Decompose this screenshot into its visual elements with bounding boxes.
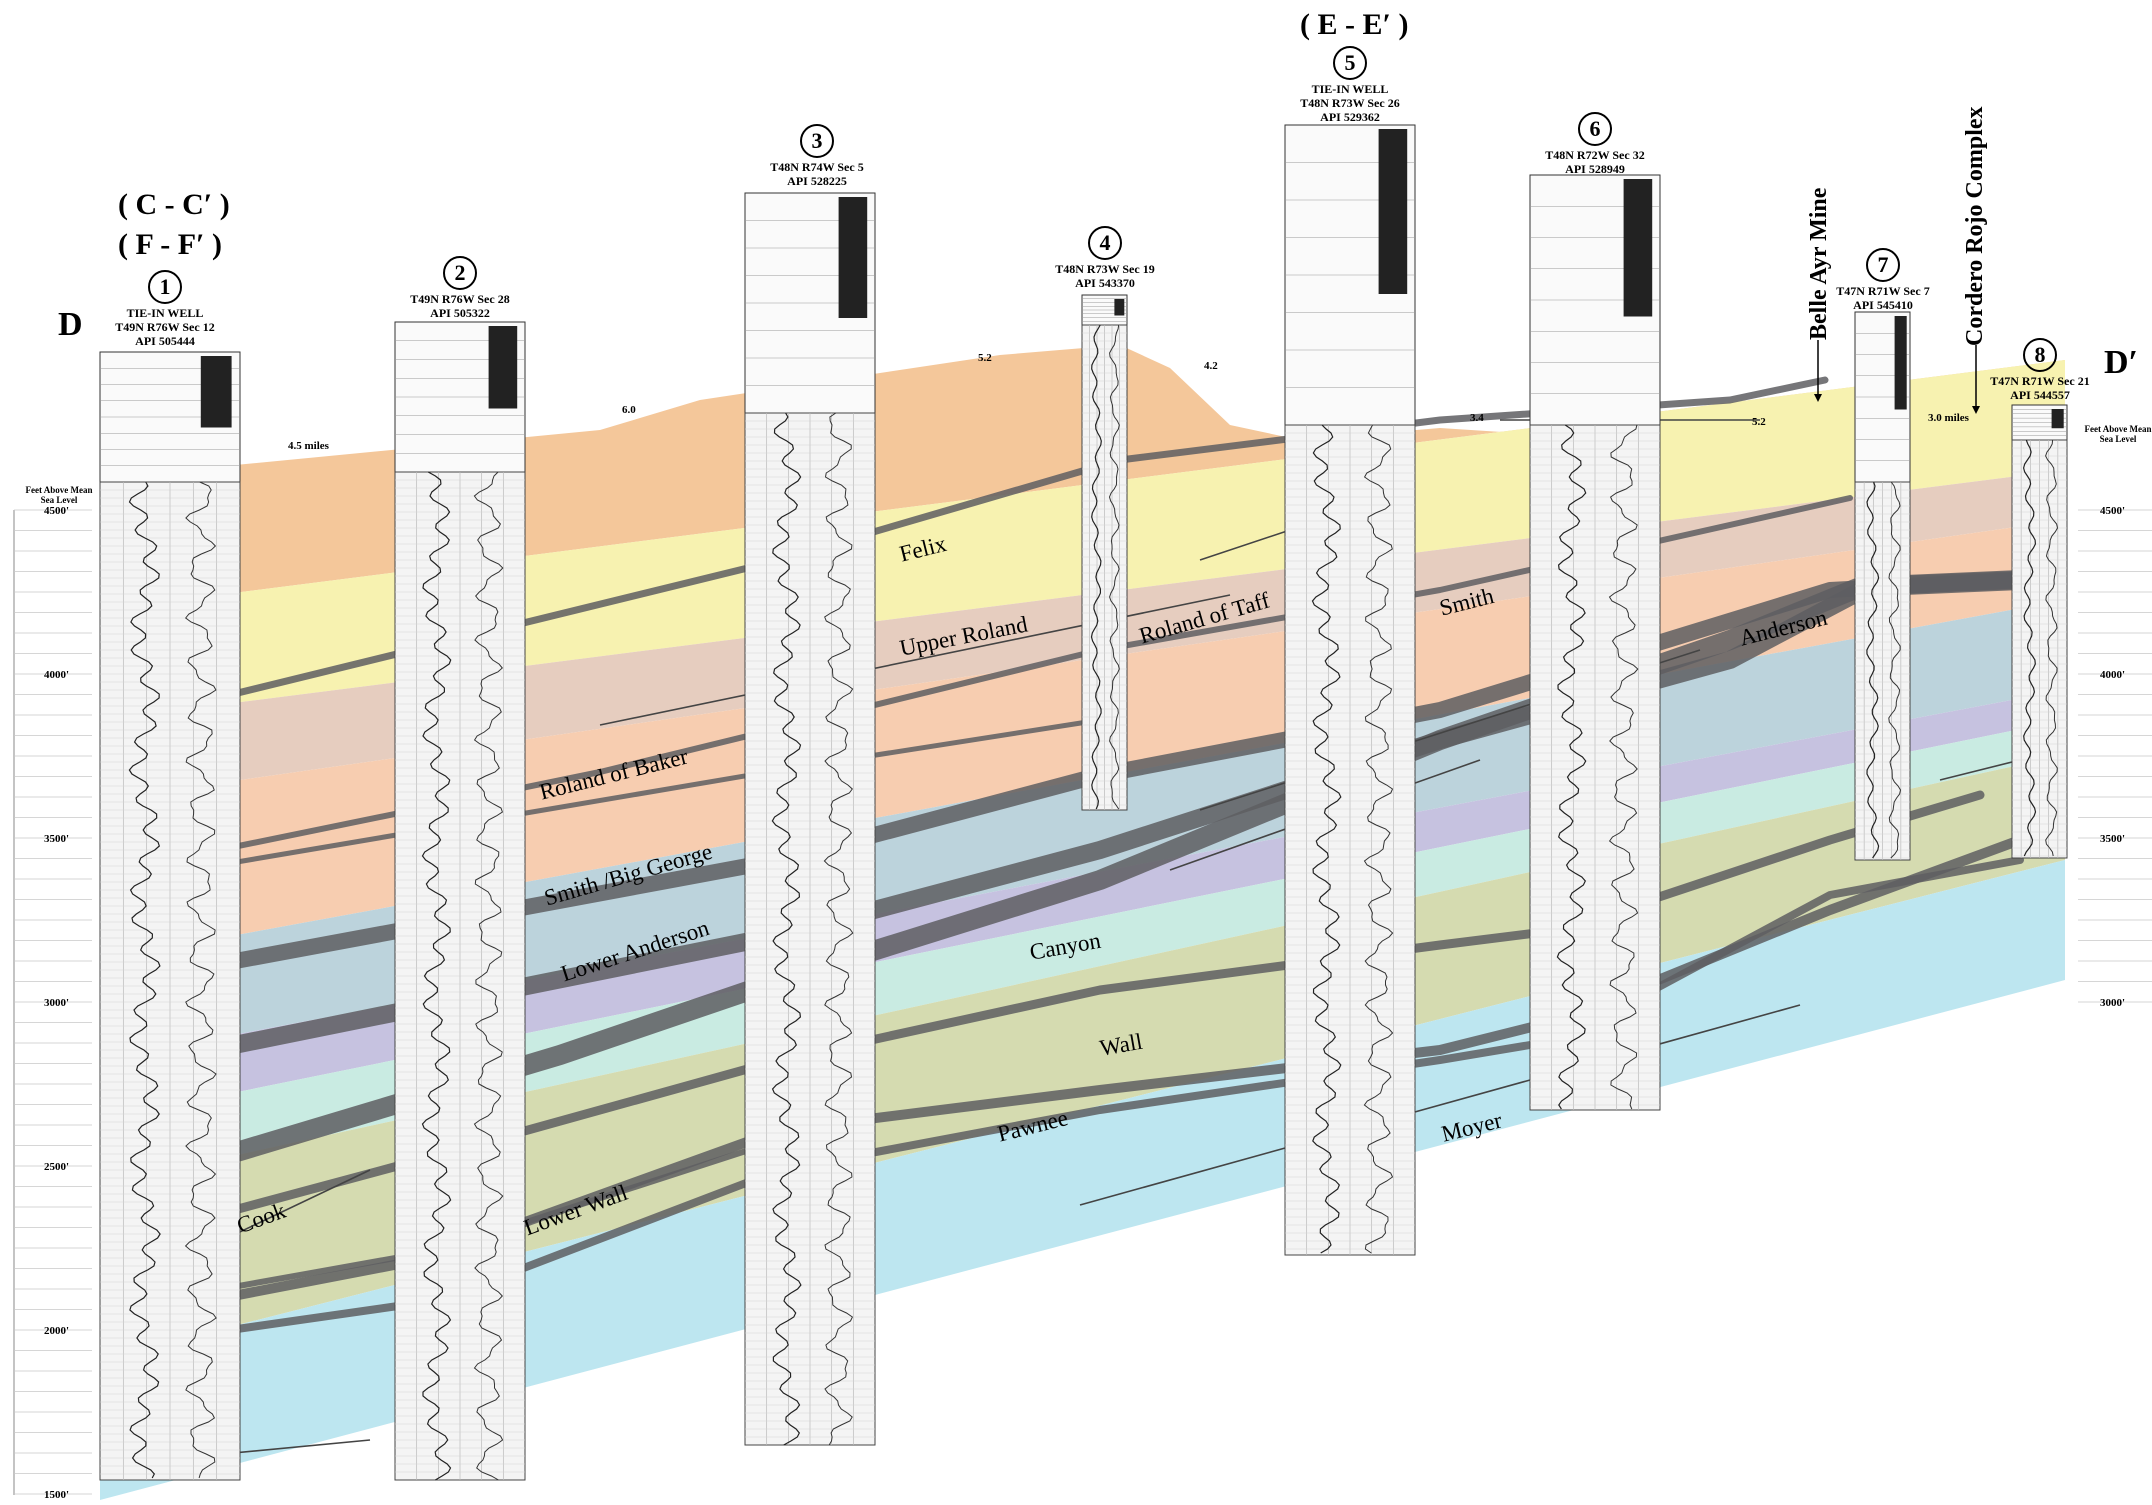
well-2-line1: T49N R76W Sec 28: [405, 292, 515, 306]
well-1-header-block: [201, 356, 232, 428]
well-6-line2: API 528949: [1540, 162, 1650, 176]
right-axis-title: Feet Above Mean Sea Level: [2084, 424, 2152, 444]
xref-f-f: ( F - F′ ): [118, 228, 222, 262]
well-log-2: [395, 322, 525, 1480]
left-axis-title-line2: Sea Level: [20, 495, 98, 505]
right-tick-3000: 3000': [2100, 997, 2125, 1009]
well-7-line2: API 545410: [1828, 298, 1938, 312]
distance-2-3: 6.0: [622, 404, 636, 416]
well-6-line1: T48N R72W Sec 32: [1540, 148, 1650, 162]
right-tick-4500: 4500': [2100, 505, 2125, 517]
well-4-line2: API 543370: [1050, 276, 1160, 290]
well-5-line3: API 529362: [1295, 110, 1405, 124]
well-3-number: 3: [800, 124, 834, 158]
well-6-header: 6 T48N R72W Sec 32 API 528949: [1540, 112, 1650, 176]
well-1-line3: API 505444: [110, 334, 220, 348]
belle-ayr-mine-label: Belle Ayr Mine: [1806, 188, 1833, 340]
well-log-1: [100, 352, 240, 1480]
left-tick-4000: 4000': [44, 669, 69, 681]
xref-e-e: ( E - E′ ): [1300, 8, 1408, 42]
well-2-header-block: [489, 326, 518, 409]
well-5-header: 5 TIE-IN WELL T48N R73W Sec 26 API 52936…: [1295, 46, 1405, 124]
left-tick-1500: 1500': [44, 1489, 69, 1501]
well-log-5: [1285, 125, 1415, 1255]
well-2-header: 2 T49N R76W Sec 28 API 505322: [405, 256, 515, 320]
well-log-8: [2012, 405, 2067, 858]
well-8-line2: API 544557: [1985, 388, 2095, 402]
left-tick-4500: 4500': [44, 505, 69, 517]
well-8-line1: T47N R71W Sec 21: [1985, 374, 2095, 388]
well-8-header: 8 T47N R71W Sec 21 API 544557: [1985, 338, 2095, 402]
distance-1-2: 4.5 miles: [288, 440, 329, 452]
well-1-line1: TIE-IN WELL: [110, 306, 220, 320]
left-tick-3000: 3000': [44, 997, 69, 1009]
well-2-line2: API 505322: [405, 306, 515, 320]
right-axis-title-line2: Sea Level: [2084, 434, 2152, 444]
well-7-header: 7 T47N R71W Sec 7 API 545410: [1828, 248, 1938, 312]
left-axis-title-line1: Feet Above Mean: [20, 485, 98, 495]
well-4-header: 4 T48N R73W Sec 19 API 543370: [1050, 226, 1160, 290]
well-5-number: 5: [1333, 46, 1367, 80]
distance-3-4: 5.2: [978, 352, 992, 364]
right-axis-title-line1: Feet Above Mean: [2084, 424, 2152, 434]
xref-c-c: ( C - C′ ): [118, 188, 230, 222]
right-tick-4000: 4000': [2100, 669, 2125, 681]
well-4-number: 4: [1088, 226, 1122, 260]
well-4-header-block: [1114, 299, 1124, 316]
well-7-header-block: [1895, 316, 1907, 410]
left-tick-2500: 2500': [44, 1161, 69, 1173]
well-3-line1: T48N R74W Sec 5: [762, 160, 872, 174]
cordero-rojo-label: Cordero Rojo Complex: [1962, 106, 1989, 346]
well-3-line2: API 528225: [762, 174, 872, 188]
distance-4-5: 4.2: [1204, 360, 1218, 372]
section-end-label: D′: [2104, 344, 2138, 382]
well-6-header-block: [1624, 179, 1653, 317]
distance-6-7: 5.2: [1752, 416, 1766, 428]
left-tick-2000: 2000': [44, 1325, 69, 1337]
well-5-line2: T48N R73W Sec 26: [1295, 96, 1405, 110]
well-8-header-block: [2052, 409, 2064, 428]
right-tick-3500: 3500': [2100, 833, 2125, 845]
well-3-header-block: [839, 197, 868, 318]
well-log-6: [1530, 175, 1660, 1110]
well-7-number: 7: [1866, 248, 1900, 282]
well-log-4: [1082, 295, 1127, 810]
well-2-number: 2: [443, 256, 477, 290]
well-4-line1: T48N R73W Sec 19: [1050, 262, 1160, 276]
well-5-line1: TIE-IN WELL: [1295, 82, 1405, 96]
well-3-header: 3 T48N R74W Sec 5 API 528225: [762, 124, 872, 188]
well-1-line2: T49N R76W Sec 12: [110, 320, 220, 334]
distance-7-8: 3.0 miles: [1928, 412, 1969, 424]
distance-5-6: 3.4: [1470, 412, 1484, 424]
well-8-number: 8: [2023, 338, 2057, 372]
section-start-label: D: [58, 306, 83, 344]
left-tick-3500: 3500': [44, 833, 69, 845]
well-log-7: [1855, 312, 1910, 860]
well-1-number: 1: [148, 270, 182, 304]
well-7-line1: T47N R71W Sec 7: [1828, 284, 1938, 298]
left-axis-title: Feet Above Mean Sea Level: [20, 485, 98, 505]
well-1-header: 1 TIE-IN WELL T49N R76W Sec 12 API 50544…: [110, 270, 220, 348]
well-5-header-block: [1379, 129, 1408, 294]
well-log-3: [745, 193, 875, 1445]
well-6-number: 6: [1578, 112, 1612, 146]
